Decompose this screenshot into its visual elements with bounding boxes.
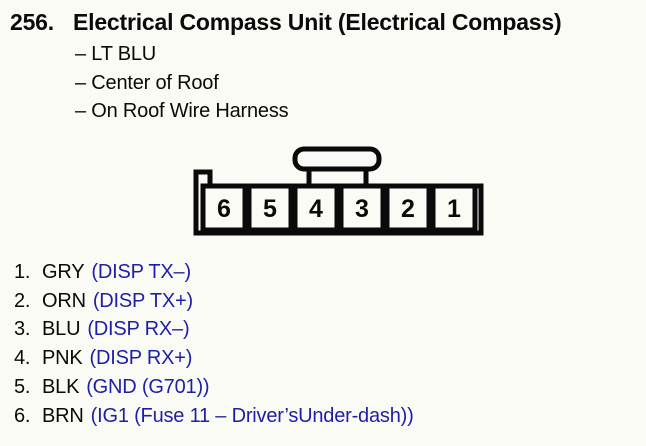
detail-location: – Center of Roof — [75, 71, 219, 94]
section-number: 256. — [10, 9, 54, 35]
pin-number: 6. — [14, 404, 31, 427]
pin-cell-label: 4 — [309, 195, 323, 223]
pin-cell-label: 2 — [401, 195, 415, 223]
pin-row-2: 2. ORN (DISP TX+) — [14, 287, 414, 316]
pin-cell-label: 5 — [263, 195, 277, 223]
pin-cell-1 — [430, 183, 478, 233]
detail-wire-color: – LT BLU — [75, 43, 157, 65]
pin-number: 5. — [14, 375, 31, 398]
pin-row-5: 5. BLK (GND (G701)) — [14, 373, 414, 402]
wire-color-code: BRN — [42, 404, 84, 427]
signal-label: (DISP TX–) — [91, 261, 191, 283]
pin-row-3: 3. BLU (DISP RX–) — [14, 315, 414, 344]
pin-cell-label: 6 — [217, 195, 231, 223]
signal-label: (IG1 (Fuse 11 – Driver’sUnder-dash)) — [90, 404, 414, 427]
pin-cell-4 — [292, 183, 340, 233]
connector-diagram: 6 5 4 3 2 1 — [193, 146, 484, 236]
detail-harness: – On Roof Wire Harness — [75, 100, 289, 122]
wire-color-code: PNK — [42, 347, 83, 370]
pin-assignment-list: 1. GRY (DISP TX–) 2. ORN (DISP TX+) 3. B… — [14, 258, 414, 430]
detail-list: – LT BLU – Center of Roof – On Roof Wire… — [75, 40, 289, 126]
pin-row-1: 1. GRY (DISP TX–) — [14, 258, 414, 287]
wire-color-code: BLK — [42, 375, 80, 398]
latch-tab — [292, 146, 382, 172]
pin-row-6: 6. BRN (IG1 (Fuse 11 – Driver’sUnder-das… — [14, 402, 414, 431]
pin-cell-label: 3 — [355, 195, 369, 223]
signal-label: (DISP RX+) — [89, 347, 193, 370]
pin-cell-6 — [200, 183, 248, 233]
pin-number: 2. — [14, 289, 31, 312]
pin-cell-3 — [338, 183, 386, 233]
pin-cell-label: 1 — [447, 195, 461, 223]
pin-number: 1. — [14, 261, 31, 283]
page-title: Electrical Compass Unit (Electrical Comp… — [73, 9, 562, 35]
pin-row-4: 4. PNK (DISP RX+) — [14, 344, 414, 373]
pin-cell-2 — [384, 183, 432, 233]
pin-cell-5 — [246, 183, 294, 233]
signal-label: (DISP RX–) — [87, 318, 190, 341]
wire-color-code: BLU — [42, 318, 81, 341]
pin-number: 3. — [14, 318, 31, 341]
section-header: 256. Electrical Compass Unit (Electrical… — [10, 7, 562, 37]
wire-color-code: ORN — [42, 289, 86, 312]
signal-label: (GND (G701)) — [86, 375, 210, 398]
wire-color-code: GRY — [42, 261, 85, 283]
signal-label: (DISP TX+) — [92, 289, 193, 312]
pin-number: 4. — [14, 347, 31, 370]
